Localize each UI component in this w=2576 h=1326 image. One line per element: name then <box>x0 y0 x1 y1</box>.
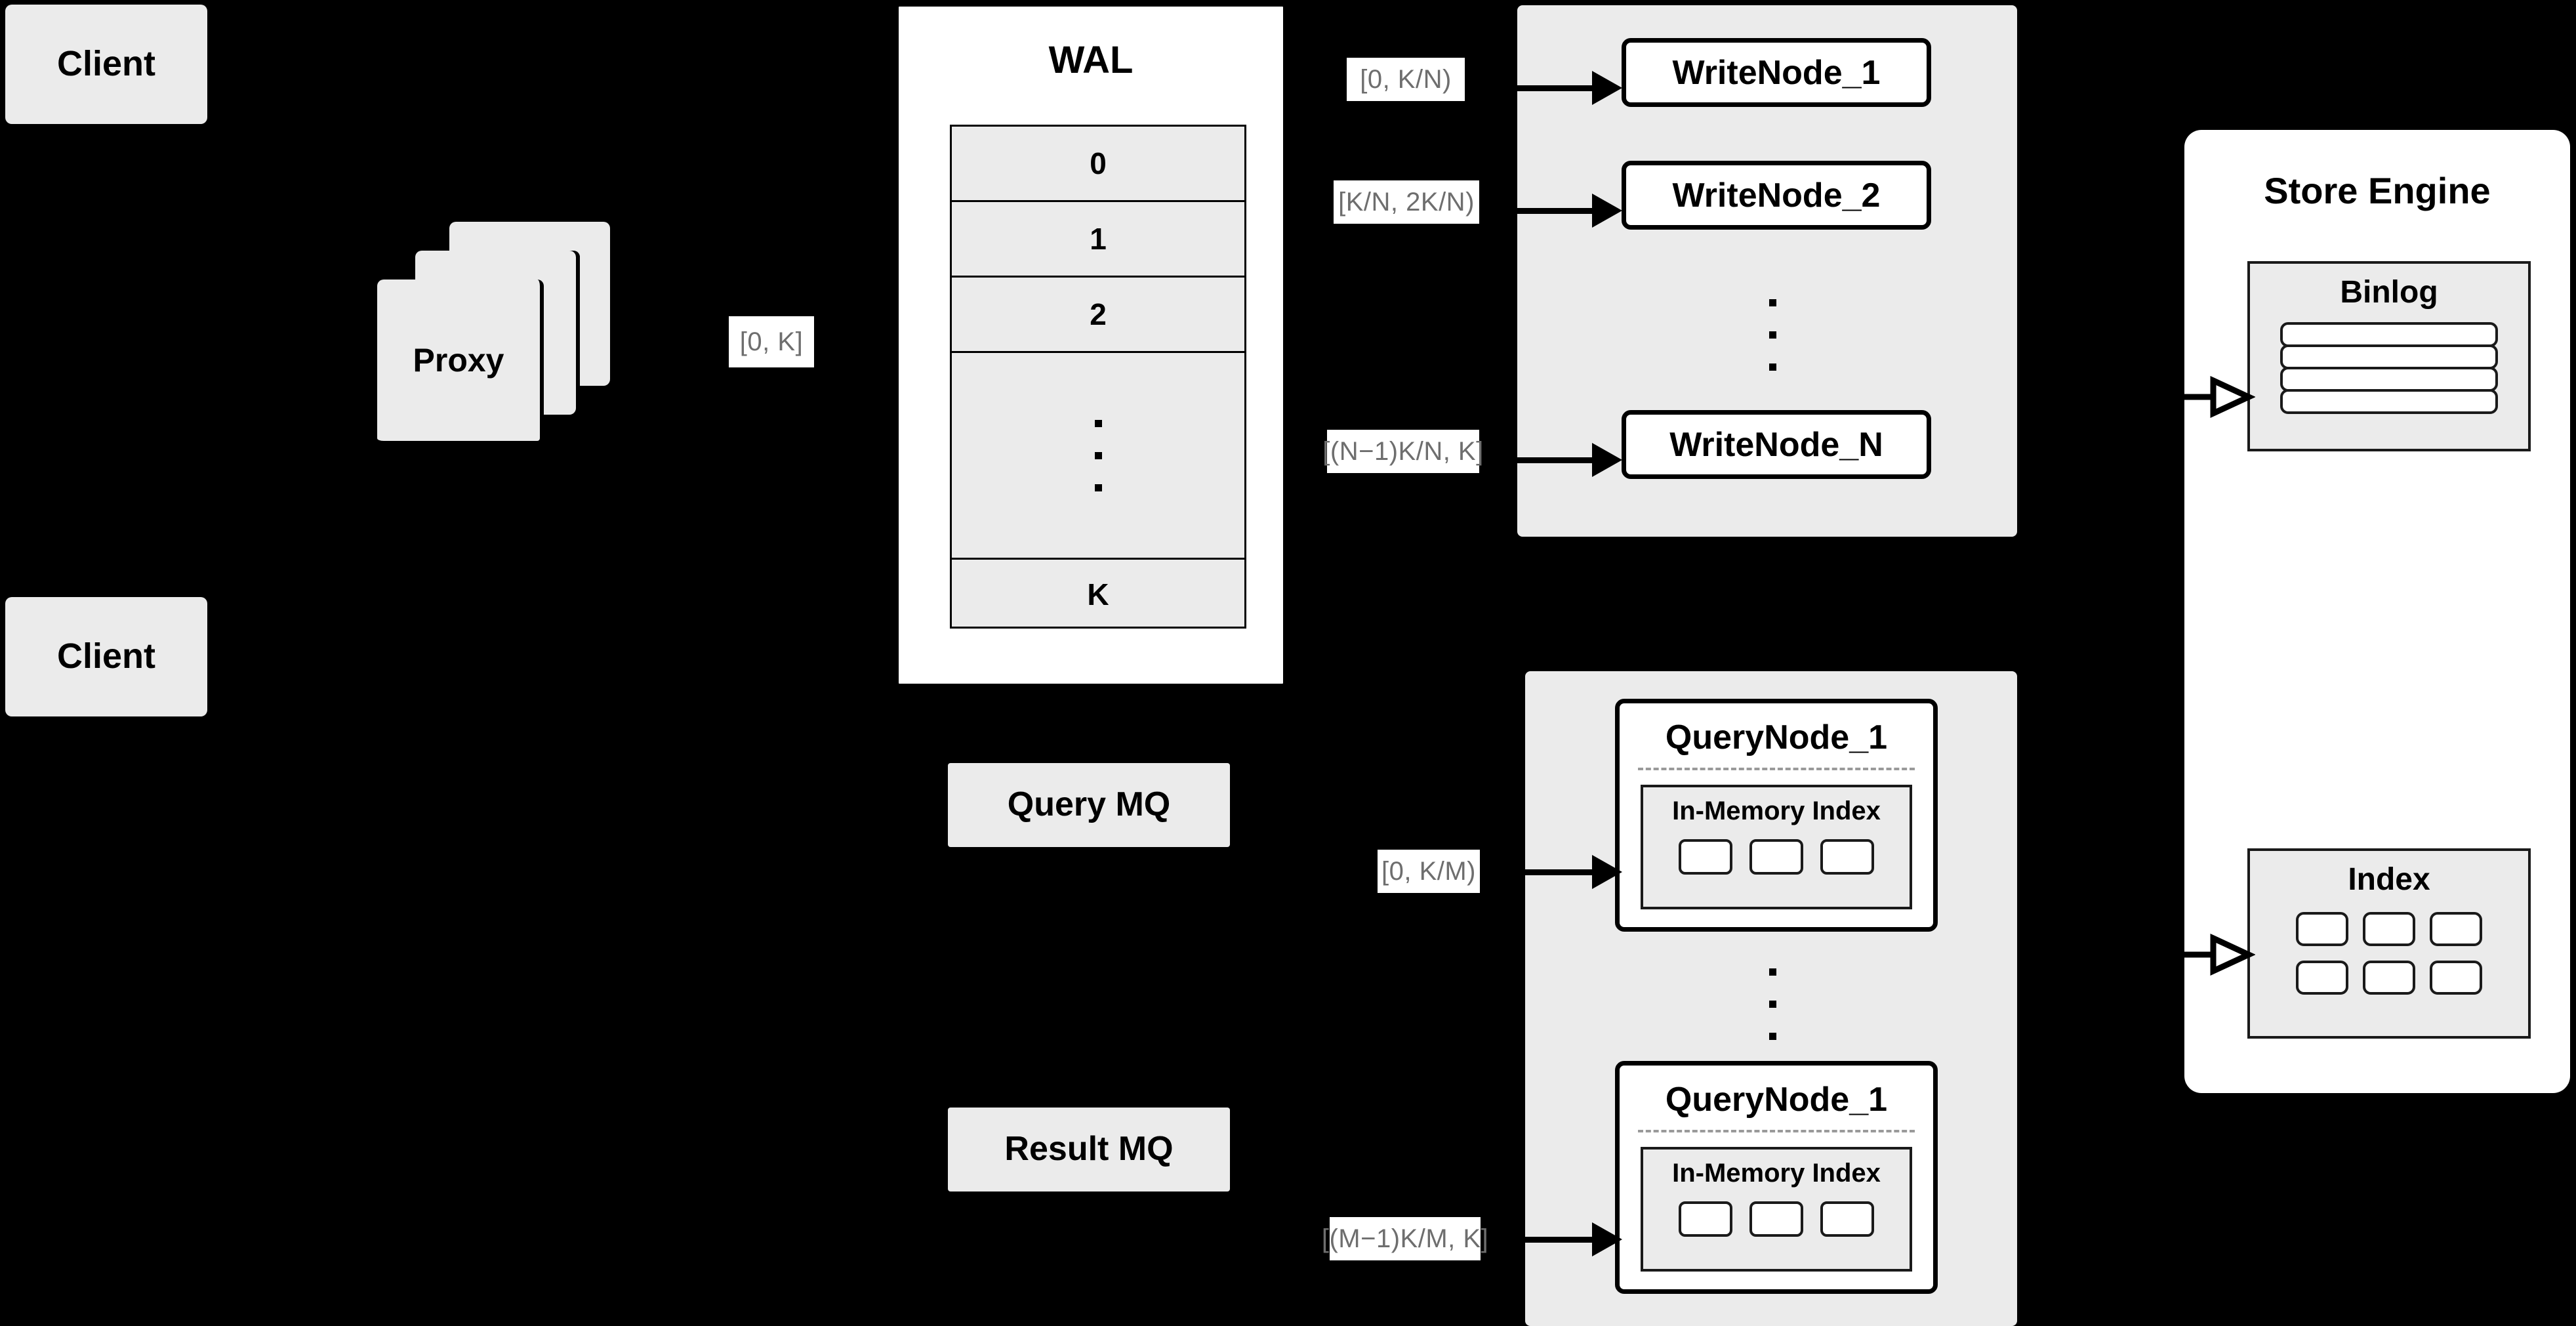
wal-title: WAL <box>1048 39 1134 81</box>
store-engine-title: Store Engine <box>2264 170 2491 211</box>
binlog-title: Binlog <box>2340 275 2438 310</box>
arrow-head-icon <box>1592 1222 1622 1256</box>
interval-text: [0, K] <box>739 327 804 356</box>
write-node-n[interactable]: WriteNode_N <box>1622 410 1931 479</box>
binlog-inflow-arrow <box>2177 374 2255 420</box>
wal-row-ellipsis <box>952 353 1244 560</box>
in-memory-index-title: In-Memory Index <box>1672 1159 1881 1188</box>
index-slot[interactable] <box>1749 839 1803 875</box>
binlog-panel: Binlog <box>2247 261 2531 451</box>
result-mq-label: Result MQ <box>1004 1130 1174 1169</box>
wal-row-label: 2 <box>1090 297 1107 331</box>
interval-text: [(M−1)K/M, K] <box>1321 1224 1489 1253</box>
client-label: Client <box>56 44 155 84</box>
interval-text: [0, K/M) <box>1381 856 1477 886</box>
query-mq-label: Query MQ <box>1007 785 1171 824</box>
query-node-label: QueryNode_1 <box>1665 1081 1888 1119</box>
query-node-divider <box>1638 1130 1915 1132</box>
result-mq-box[interactable]: Result MQ <box>948 1108 1230 1191</box>
query-node-ellipsis <box>1759 945 1786 1063</box>
binlog-row[interactable] <box>2280 322 2498 347</box>
index-title: Index <box>2348 862 2430 897</box>
wal-row-label: 0 <box>1090 146 1107 180</box>
index-cell[interactable] <box>2430 912 2482 946</box>
index-inflow-arrow <box>2177 932 2255 978</box>
wal-box: WAL 0 1 2 K <box>895 3 1286 687</box>
write-node-label: WriteNode_1 <box>1672 53 1881 92</box>
query-node-divider <box>1638 768 1915 770</box>
wal-row[interactable]: K <box>952 560 1244 629</box>
wal-row-label: 1 <box>1090 222 1107 256</box>
client-box-1[interactable]: Client <box>5 5 207 124</box>
index-slot[interactable] <box>1679 1201 1732 1237</box>
index-slot[interactable] <box>1749 1201 1803 1237</box>
index-slot[interactable] <box>1679 839 1732 875</box>
wal-row[interactable]: 0 <box>952 127 1244 202</box>
index-cell[interactable] <box>2296 912 2348 946</box>
interval-text: [(N−1)K/N, K] <box>1322 436 1484 466</box>
client-box-2[interactable]: Client <box>5 597 207 716</box>
index-slot[interactable] <box>1820 1201 1874 1237</box>
index-cell[interactable] <box>2296 961 2348 995</box>
query-node-2-arrow <box>1512 1222 1624 1256</box>
index-cell[interactable] <box>2430 961 2482 995</box>
query-node-1-arrow <box>1512 855 1624 889</box>
binlog-row[interactable] <box>2280 389 2498 414</box>
index-slot[interactable] <box>1820 839 1874 875</box>
arrow-head-icon <box>1592 194 1622 228</box>
write-node-2-interval-label: [K/N, 2K/N) <box>1334 180 1479 224</box>
write-node-label: WriteNode_2 <box>1672 176 1881 215</box>
query-node-label: QueryNode_1 <box>1665 718 1888 756</box>
in-memory-index-title: In-Memory Index <box>1672 797 1881 825</box>
write-node-ellipsis <box>1759 276 1786 394</box>
write-node-n-interval-label: [(N−1)K/N, K] <box>1322 430 1483 473</box>
in-memory-index-2: In-Memory Index <box>1641 1147 1912 1272</box>
arrow-head-icon <box>1592 855 1622 889</box>
wal-table: 0 1 2 K <box>950 125 1246 629</box>
index-panel: Index <box>2247 848 2531 1039</box>
arrow-head-icon <box>1592 443 1622 477</box>
proxy-label: Proxy <box>413 341 504 379</box>
binlog-row[interactable] <box>2280 344 2498 369</box>
client-label: Client <box>56 636 155 676</box>
write-node-2-arrow <box>1512 194 1624 228</box>
query-node-2-interval-label: [(M−1)K/M, K] <box>1322 1217 1488 1260</box>
wal-row-label: K <box>1087 577 1109 611</box>
index-cell[interactable] <box>2363 912 2415 946</box>
binlog-row[interactable] <box>2280 367 2498 392</box>
write-node-n-arrow <box>1512 443 1624 477</box>
interval-text: [0, K/N) <box>1360 64 1452 94</box>
write-node-label: WriteNode_N <box>1669 425 1883 464</box>
query-mq-box[interactable]: Query MQ <box>948 763 1230 847</box>
write-node-1-interval-label: [0, K/N) <box>1347 58 1465 101</box>
write-node-1-arrow <box>1512 71 1624 105</box>
proxy-output-interval-label: [0, K] <box>729 316 814 367</box>
arrow-head-icon <box>1592 71 1622 105</box>
query-node-1[interactable]: QueryNode_1 In-Memory Index <box>1615 699 1938 932</box>
wal-row[interactable]: 2 <box>952 278 1244 353</box>
in-memory-index-1: In-Memory Index <box>1641 785 1912 909</box>
proxy-card-front[interactable]: Proxy <box>377 280 544 445</box>
store-engine-box: Store Engine Binlog Index <box>2184 130 2570 1093</box>
query-node-2[interactable]: QueryNode_1 In-Memory Index <box>1615 1061 1938 1294</box>
wal-row[interactable]: 1 <box>952 202 1244 278</box>
query-node-1-interval-label: [0, K/M) <box>1378 850 1480 893</box>
proxy-stack[interactable]: Proxy <box>377 217 679 445</box>
interval-text: [K/N, 2K/N) <box>1338 187 1475 217</box>
index-cell[interactable] <box>2363 961 2415 995</box>
write-node-1[interactable]: WriteNode_1 <box>1622 38 1931 107</box>
write-node-2[interactable]: WriteNode_2 <box>1622 161 1931 230</box>
